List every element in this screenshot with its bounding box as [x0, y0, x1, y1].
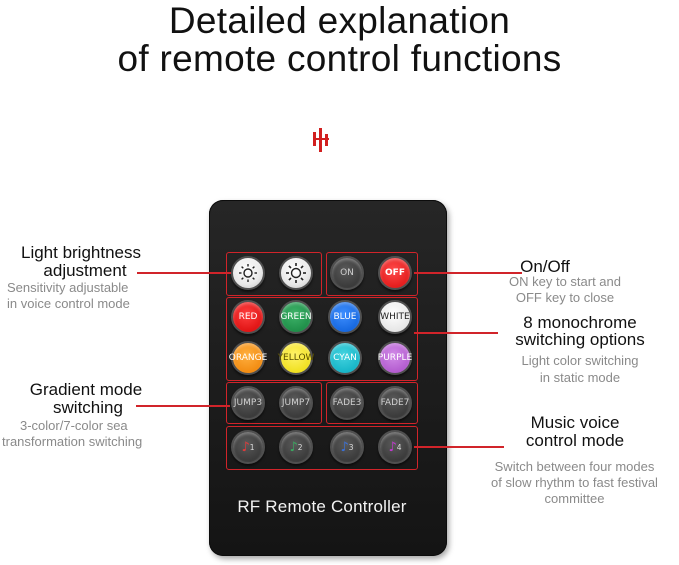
music-heading-line1: Music voice	[530, 413, 620, 432]
gradient-desc-line2: transformation switching	[2, 434, 143, 449]
yellow-button[interactable]: YELLOW	[278, 341, 314, 375]
blue-button[interactable]: BLUE	[328, 300, 362, 334]
music-note-icon: ♪	[340, 439, 349, 455]
music-frame	[226, 426, 418, 470]
music-desc-line2: of slow rhythm to fast festival	[491, 475, 658, 490]
fade3-button[interactable]: FADE3	[330, 386, 364, 420]
monochrome-heading-line2: switching options	[515, 330, 645, 349]
brightness-down-button[interactable]	[231, 256, 265, 290]
decorative-mark-icon	[311, 128, 331, 152]
fade7-button[interactable]: FADE7	[378, 386, 412, 420]
brightness-desc-line1: Sensitivity adjustable	[7, 280, 129, 295]
music-mode-2-label: 2	[297, 442, 303, 452]
monochrome-desc-line1: Light color switching	[521, 353, 639, 368]
gradient-heading-line1: Gradient mode	[29, 380, 143, 399]
monochrome-leader-line	[414, 332, 498, 334]
gradient-desc-line1: 3-color/7-color sea	[20, 418, 128, 433]
gradient-heading-line2: switching	[53, 398, 123, 417]
brightness-up-button[interactable]	[279, 256, 313, 290]
cyan-button[interactable]: CYAN	[328, 341, 362, 375]
sun-dim-icon	[239, 264, 257, 282]
music-mode-2-button[interactable]: ♪2	[279, 430, 313, 464]
music-mode-4-label: 4	[396, 442, 402, 452]
gradient-leader-line	[136, 405, 230, 407]
music-note-icon: ♪	[388, 439, 397, 455]
page-title-line2: of remote control functions	[117, 38, 562, 79]
off-button[interactable]: OFF	[378, 256, 412, 290]
onoff-desc-line2: OFF key to close	[515, 290, 615, 305]
jump3-button[interactable]: JUMP3	[231, 386, 265, 420]
music-mode-3-button[interactable]: ♪3	[330, 430, 364, 464]
onoff-leader-line	[414, 272, 522, 274]
brightness-desc-line2: in voice control mode	[7, 296, 130, 311]
music-mode-3-label: 3	[348, 442, 354, 452]
brightness-leader-line	[137, 272, 231, 274]
music-mode-4-button[interactable]: ♪4	[378, 430, 412, 464]
color-frame	[226, 297, 418, 381]
page-title-line1: Detailed explanation	[168, 0, 511, 41]
music-leader-line	[414, 446, 504, 448]
remote-name-label: RF Remote Controller	[237, 497, 407, 516]
brightness-frame	[226, 252, 322, 296]
red-button[interactable]: RED	[231, 300, 265, 334]
music-desc-line3: committee	[544, 491, 605, 506]
white-button[interactable]: WHITE	[378, 300, 412, 334]
monochrome-heading-line1: 8 monochrome	[523, 313, 637, 332]
music-mode-1-label: 1	[249, 442, 255, 452]
onoff-heading: On/Off	[520, 257, 570, 276]
sun-bright-icon	[286, 263, 306, 283]
brightness-heading-line1: Light brightness	[20, 243, 142, 262]
music-desc-line1: Switch between four modes	[494, 459, 655, 474]
jump7-button[interactable]: JUMP7	[279, 386, 313, 420]
onoff-desc-line1: ON key to start and	[509, 274, 621, 289]
onoff-frame	[326, 252, 418, 296]
music-heading-line2: control mode	[525, 431, 625, 450]
music-mode-1-button[interactable]: ♪1	[231, 430, 265, 464]
on-button[interactable]: ON	[330, 256, 364, 290]
brightness-heading-line2: adjustment	[43, 261, 127, 280]
orange-button[interactable]: ORANGE	[229, 341, 267, 375]
jump-frame	[226, 382, 322, 424]
fade-frame	[326, 382, 418, 424]
music-note-icon: ♪	[241, 439, 250, 455]
music-note-icon: ♪	[289, 439, 298, 455]
purple-button[interactable]: PURPLE	[378, 341, 412, 375]
green-button[interactable]: GREEN	[279, 300, 313, 334]
monochrome-desc-line2: in static mode	[539, 370, 621, 385]
